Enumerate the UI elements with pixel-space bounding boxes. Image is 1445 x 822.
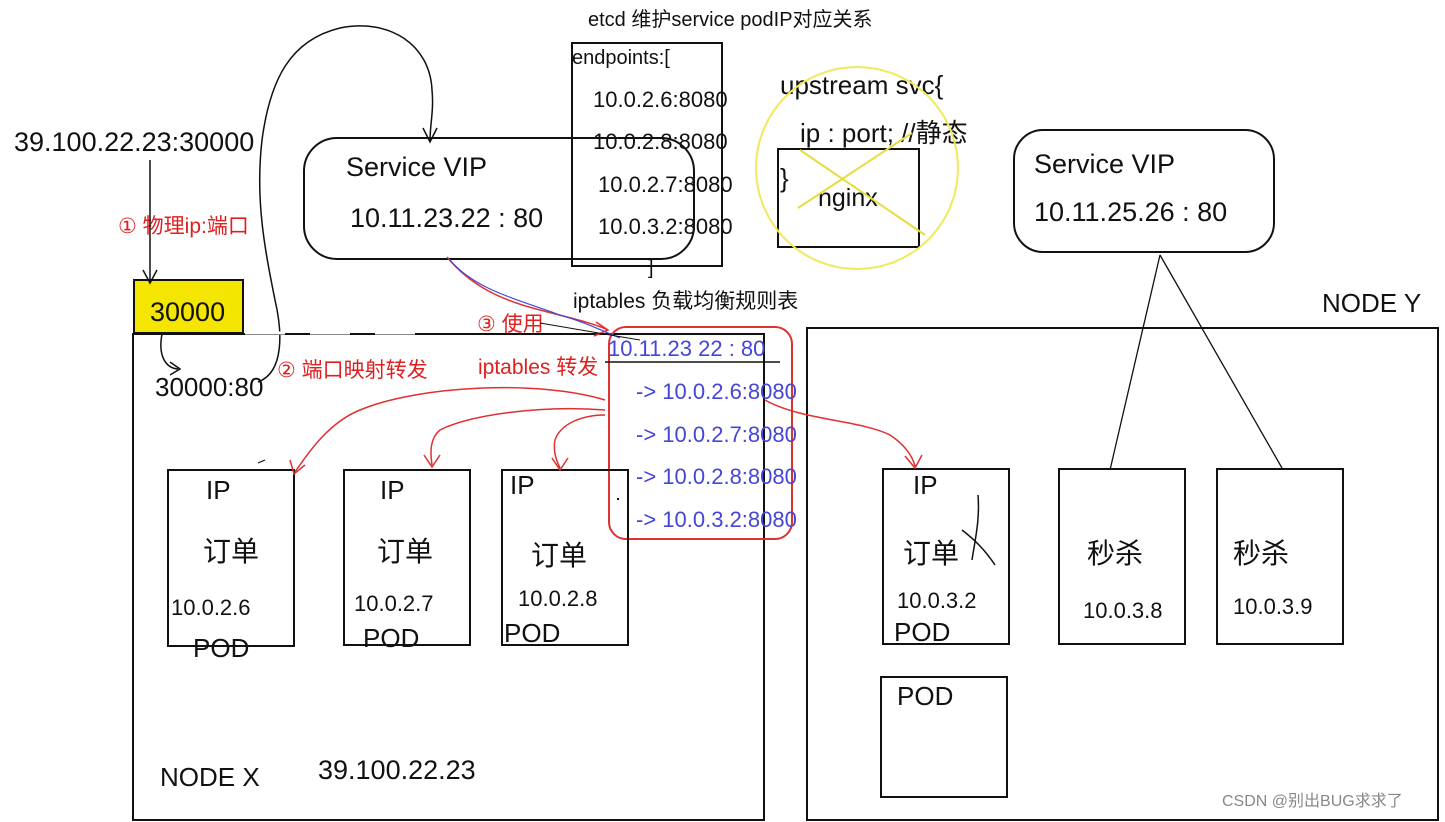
pod-label: POD xyxy=(193,633,250,663)
endpoint-item: 10.0.2.8:8080 xyxy=(593,129,728,154)
pod-ip-label: IP xyxy=(510,470,535,500)
pod-label: POD xyxy=(363,623,420,653)
pod-box xyxy=(880,676,1008,798)
pod-ip-label: IP xyxy=(380,475,405,505)
node-x-ip: 39.100.22.23 xyxy=(318,755,476,785)
service-left-addr: 10.11.23.22 : 80 xyxy=(350,203,544,233)
pod-ip: 10.0.3.9 xyxy=(1233,594,1313,619)
upstream-line1: upstream svc{ xyxy=(780,70,944,100)
iptables-target: -> 10.0.2.6:8080 xyxy=(636,379,797,404)
pod-box xyxy=(1216,468,1344,645)
pod-ip: 10.0.2.7 xyxy=(354,591,434,616)
iptables-target: -> 10.0.2.8:8080 xyxy=(636,464,797,489)
service-left-title: Service VIP xyxy=(346,152,488,182)
pod-name: 秒杀 xyxy=(1233,538,1290,569)
pod-name: 订单 xyxy=(531,540,588,571)
pod-name: 订单 xyxy=(203,536,260,567)
node-y-label: NODE Y xyxy=(1322,288,1422,318)
iptables-forward-label: iptables 转发 xyxy=(478,356,599,379)
endpoints-header: endpoints:[ xyxy=(572,47,670,69)
endpoint-item: 10.0.2.6:8080 xyxy=(593,87,728,112)
etcd-title: etcd 维护service podIP对应关系 xyxy=(588,9,873,31)
nodeport-box xyxy=(133,279,244,334)
pod-ip-label: IP xyxy=(206,475,231,505)
upstream-line2: ip : port; //静态 xyxy=(800,118,968,148)
endpoints-close: ] xyxy=(648,257,654,279)
service-right-title: Service VIP xyxy=(1034,149,1176,179)
iptables-title: iptables 负载均衡规则表 xyxy=(573,290,799,313)
pod-ip: 10.0.2.6 xyxy=(171,595,251,620)
pod-label: POD xyxy=(897,681,954,711)
step3-label: ③ 使用 xyxy=(477,313,544,336)
endpoints-box xyxy=(571,42,723,267)
external-address: 39.100.22.23:30000 xyxy=(14,127,255,157)
pod-name: 订单 xyxy=(377,536,434,567)
iptables-vip: 10.11.23 22 : 80 xyxy=(608,336,766,361)
endpoint-item: 10.0.2.7:8080 xyxy=(598,172,733,197)
service-vip-right xyxy=(1013,129,1275,253)
iptables-target: -> 10.0.3.2:8080 xyxy=(636,507,797,532)
pod-ip: 10.0.3.8 xyxy=(1083,598,1163,623)
pod-name: 订单 xyxy=(903,538,960,569)
service-right-addr: 10.11.25.26 : 80 xyxy=(1034,197,1228,227)
upstream-line3: } xyxy=(780,163,789,193)
iptables-target: -> 10.0.2.7:8080 xyxy=(636,422,797,447)
watermark: CSDN @别出BUG求求了 xyxy=(1222,793,1403,810)
step1-label: ① 物理ip:端口 xyxy=(118,215,249,238)
pod-label: POD xyxy=(894,617,951,647)
endpoint-item: 10.0.3.2:8080 xyxy=(598,214,733,239)
step2-label: ② 端口映射转发 xyxy=(277,359,428,382)
node-x-box xyxy=(132,333,765,821)
nginx-label: nginx xyxy=(818,184,878,212)
port-mapping-label: 30000:80 xyxy=(155,372,264,402)
pod-ip: 10.0.2.8 xyxy=(518,586,598,611)
nodeport-label: 30000 xyxy=(150,297,226,327)
pod-ip-label: IP xyxy=(913,470,938,500)
pod-ip: 10.0.3.2 xyxy=(897,588,977,613)
node-x-label: NODE X xyxy=(160,762,260,792)
pod-label: POD xyxy=(504,618,561,648)
pod-box xyxy=(167,469,295,647)
pod-box xyxy=(882,468,1010,645)
pod-name: 秒杀 xyxy=(1087,538,1144,569)
